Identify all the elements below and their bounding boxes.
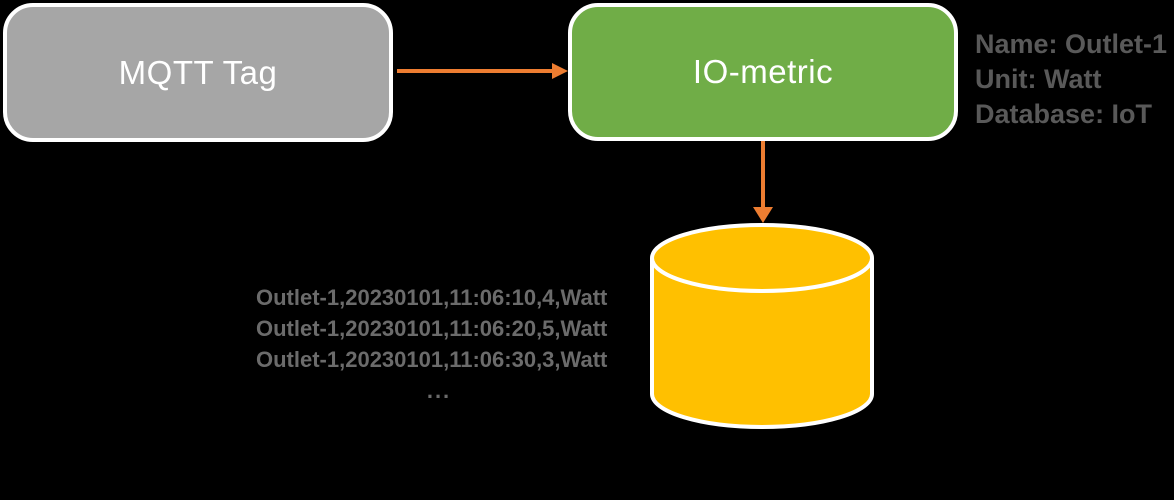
database-cylinder-icon: [650, 223, 874, 429]
data-records-ellipsis: ...: [426, 378, 452, 403]
metric-property-unit: Unit: Watt: [975, 64, 1102, 94]
metric-property-database: Database: IoT: [975, 99, 1153, 129]
arrow-right-icon: [552, 63, 568, 79]
arrow-iometric-to-database-shaft: [761, 141, 765, 208]
data-records: Outlet-1,20230101,11:06:10,4,Watt Outlet…: [256, 282, 622, 406]
data-record-row: Outlet-1,20230101,11:06:30,3,Watt: [256, 347, 608, 372]
arrow-down-icon: [753, 207, 773, 223]
arrow-mqtt-to-iometric-shaft: [397, 69, 553, 73]
data-record-row: Outlet-1,20230101,11:06:20,5,Watt: [256, 316, 608, 341]
io-metric-node: IO-metric: [568, 3, 958, 141]
mqtt-tag-label: MQTT Tag: [118, 53, 278, 91]
metric-properties: Name: Outlet-1 Unit: Watt Database: IoT: [975, 27, 1167, 132]
metric-property-name: Name: Outlet-1: [975, 29, 1168, 59]
io-metric-label: IO-metric: [692, 53, 834, 90]
data-record-row: Outlet-1,20230101,11:06:10,4,Watt: [256, 285, 608, 310]
mqtt-tag-node: MQTT Tag: [3, 3, 393, 142]
